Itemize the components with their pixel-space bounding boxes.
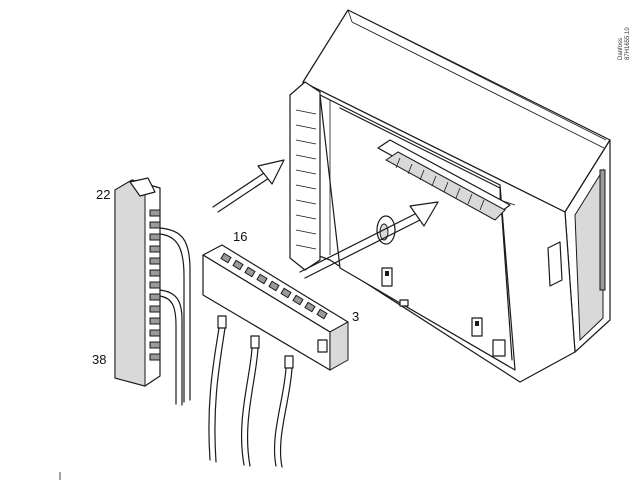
label-38: 38 [92,352,106,367]
credit-code: 87H1655.10 [625,27,631,60]
connector-22-38 [114,177,191,406]
connector-16-3 [202,244,349,468]
insertion-arrows [212,159,439,279]
label-16: 16 [233,229,247,244]
label-22: 22 [96,187,110,202]
arrow-upper [212,159,285,213]
connector-16-3-terminals [220,252,328,320]
figure-credit: Danfoss 87H1655.10 [618,27,631,60]
credit-brand: Danfoss [618,38,624,60]
inner-socket-pins [395,157,485,211]
label-3: 3 [352,309,359,324]
connector-22-38-wires [159,227,191,406]
left-rail-slots [295,109,317,250]
controller-housing [289,9,611,383]
arrow-lower [299,201,439,279]
connector-22-38-terminals [149,209,161,361]
connector-16-3-wires [208,315,294,468]
